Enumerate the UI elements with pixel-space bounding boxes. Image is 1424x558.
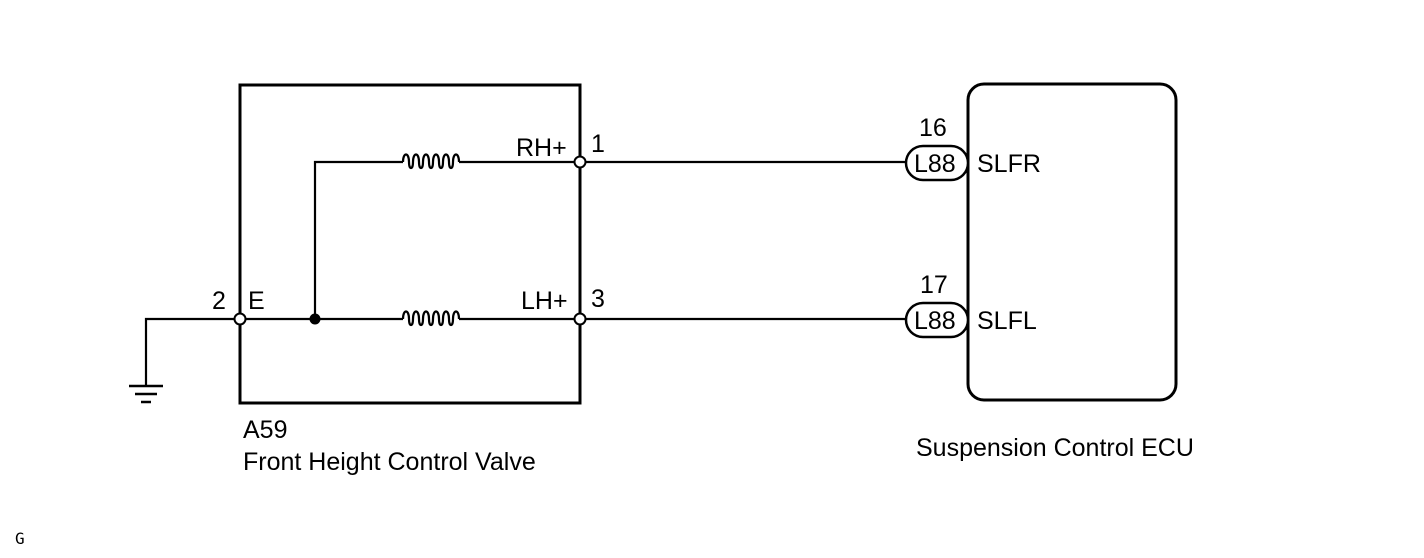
connector-top xyxy=(904,144,970,182)
ecu-box xyxy=(966,82,1178,402)
ecu-pin-top-signal: SLFR xyxy=(977,150,1041,178)
footer-code: G xyxy=(15,529,25,548)
connector-bottom xyxy=(904,301,970,339)
ecu-pin-bottom-number: 17 xyxy=(920,271,948,299)
ground-wire xyxy=(144,317,240,386)
pin-lh-number: 3 xyxy=(591,285,605,313)
ecu-pin-top-connector: L88 xyxy=(914,150,956,178)
pin-lh-label: LH+ xyxy=(521,287,568,315)
pin-e-number: 2 xyxy=(212,287,226,315)
lh-solenoid-coil-icon xyxy=(401,310,461,327)
valve-code: A59 xyxy=(243,416,287,444)
terminal-e xyxy=(233,312,247,326)
terminal-lh xyxy=(573,312,587,326)
valve-name: Front Height Control Valve xyxy=(243,448,536,476)
ecu-pin-top-number: 16 xyxy=(919,114,947,142)
pin-rh-number: 1 xyxy=(591,130,605,158)
ecu-pin-bottom-connector: L88 xyxy=(914,307,956,335)
ground-icon xyxy=(129,384,163,404)
rh-solenoid-coil-icon xyxy=(401,153,461,170)
ecu-name: Suspension Control ECU xyxy=(916,434,1194,462)
junction-dot xyxy=(309,313,321,325)
ecu-pin-bottom-signal: SLFL xyxy=(977,307,1037,335)
valve-box xyxy=(238,83,582,405)
terminal-rh xyxy=(573,155,587,169)
rh-coil-feed-wire xyxy=(313,160,403,319)
pin-rh-label: RH+ xyxy=(516,134,567,162)
pin-e-label: E xyxy=(248,287,265,315)
